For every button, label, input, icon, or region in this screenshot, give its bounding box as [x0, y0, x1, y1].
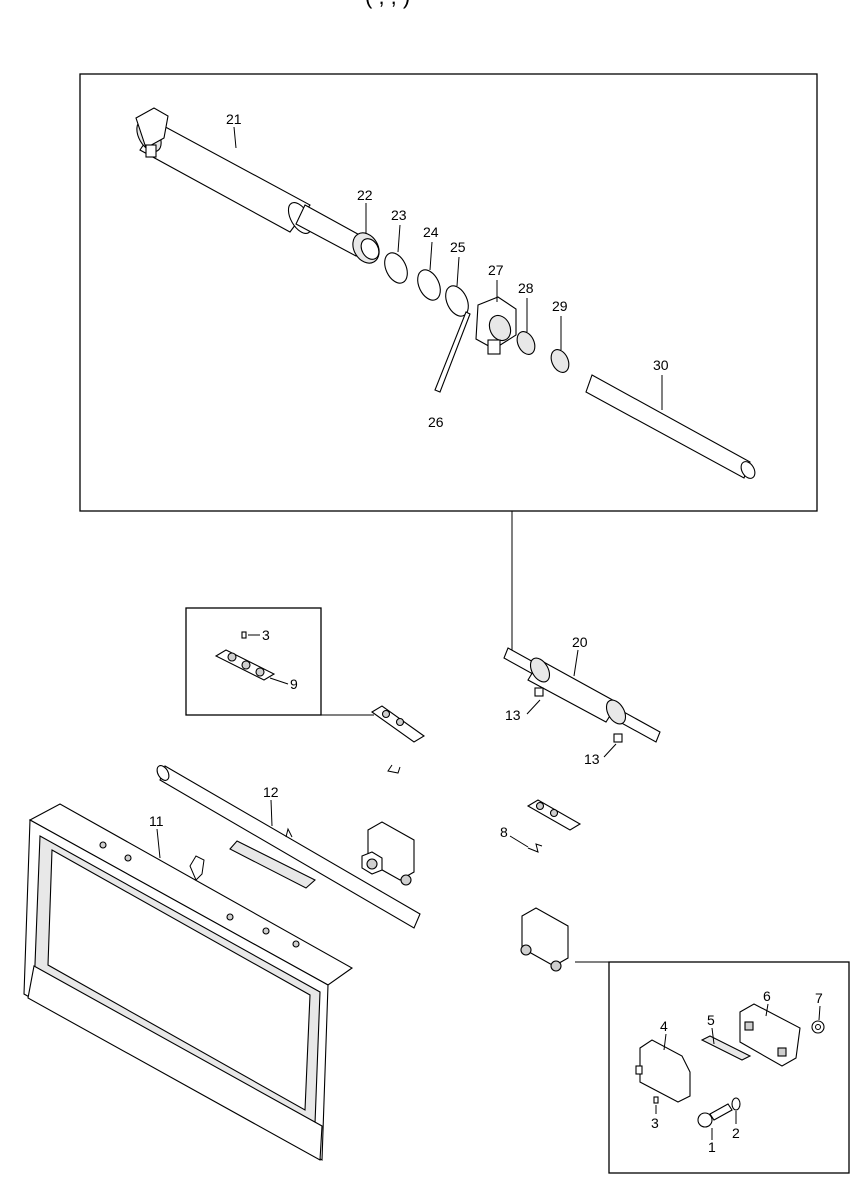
callout-30: 30 [653, 357, 669, 373]
part-23-o-ring [384, 252, 408, 284]
callout-5: 5 [707, 1012, 715, 1028]
callout-13b: 13 [584, 751, 600, 767]
part-hanger-bracket-left [361, 821, 415, 886]
part-9-clamp-plate [370, 705, 426, 743]
callout-20: 20 [572, 634, 588, 650]
part-28-bushing [516, 331, 536, 355]
callout-8: 8 [500, 824, 508, 840]
callout-29: 29 [552, 298, 568, 314]
part-6-hanger-block [739, 1003, 801, 1067]
part-7-nut [811, 1020, 825, 1034]
callouts-cylinder: 20 13 13 [505, 634, 617, 767]
callout-3a: 3 [262, 627, 270, 643]
part-8-clip-upper [387, 764, 401, 774]
callout-6: 6 [763, 988, 771, 1004]
part-2-washer [731, 1097, 741, 1111]
callouts-shaft: 12 [263, 784, 279, 827]
callout-21: 21 [226, 111, 242, 127]
callout-12: 12 [263, 784, 279, 800]
part-21-cylinder-tube [135, 107, 366, 257]
callout-13a: 13 [505, 707, 521, 723]
callout-26: 26 [428, 414, 444, 430]
detail-box-bracket [608, 961, 850, 1174]
callout-28: 28 [518, 280, 534, 296]
part-8-clip [527, 843, 543, 853]
part-26-pin [434, 311, 471, 393]
callout-2: 2 [732, 1125, 740, 1141]
part-25-backup-ring [445, 285, 469, 317]
part-22-rod-gland [352, 232, 380, 264]
part-9-clamp-plate-detail [214, 631, 276, 681]
callout-1: 1 [708, 1139, 716, 1155]
callout-9: 9 [290, 676, 298, 692]
part-29-seal [550, 349, 570, 373]
detail-box-clamp [185, 607, 322, 716]
part-12-shaft [156, 765, 421, 929]
part-hanger-bracket-right [520, 907, 569, 972]
part-3-key [653, 1096, 659, 1104]
callout-11: 11 [149, 813, 164, 829]
callouts-bracket-box: 4 5 6 7 1 2 3 [651, 988, 823, 1155]
callout-22: 22 [357, 187, 373, 203]
part-24-o-ring [417, 269, 441, 301]
callout-25: 25 [450, 239, 466, 255]
part-4-bracket-plate [635, 1039, 691, 1103]
callout-23: 23 [391, 207, 407, 223]
callouts-clamp-box: 3 9 [248, 627, 298, 692]
part-27-rod-end [475, 296, 517, 355]
detail-box-cylinder [79, 73, 818, 512]
part-1-bolt [697, 1103, 733, 1128]
callout-3b: 3 [651, 1115, 659, 1131]
header-partial-title: ( , , ) [365, 0, 410, 9]
part-30-piston-rod [585, 374, 756, 479]
callouts-clip: 8 [500, 824, 529, 848]
callout-7: 7 [815, 990, 823, 1006]
callouts-frame: 11 [149, 813, 164, 859]
part-11-carriage-frame [23, 803, 354, 1161]
callouts-detail-box: 21 22 23 24 25 27 28 29 30 26 [226, 111, 669, 430]
part-20-cylinder-assembly [503, 647, 661, 743]
part-clamp-plate-right [526, 799, 582, 831]
callout-27: 27 [488, 262, 504, 278]
callout-24: 24 [423, 224, 439, 240]
callout-4: 4 [660, 1018, 668, 1034]
